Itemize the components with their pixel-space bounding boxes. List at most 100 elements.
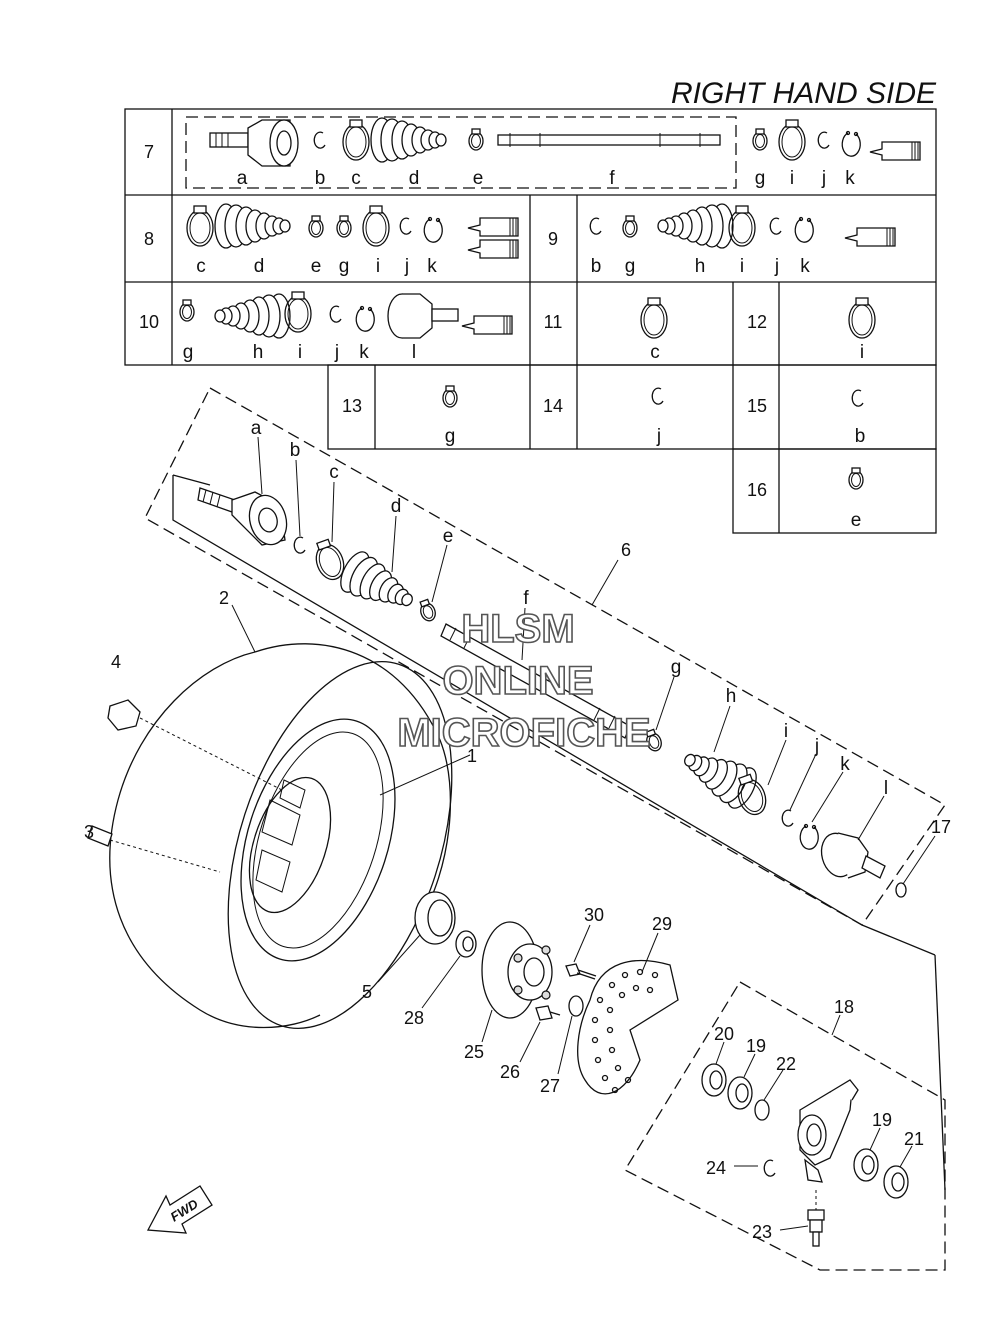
steering-knuckle-icon	[797, 1079, 859, 1183]
callout-5: 5	[362, 982, 372, 1002]
letter-k: k	[840, 754, 850, 775]
letter-e: e	[311, 256, 322, 277]
letter-g: g	[445, 426, 456, 447]
callout-30: 30	[584, 905, 604, 925]
watermark-line3: MICROFICHE	[397, 711, 650, 755]
callout-numbers: 1 2 3 4 5 6 17 18 19 19 20 21 22 23 24 2…	[84, 540, 951, 1242]
letter-i: i	[376, 256, 380, 277]
callout-4: 4	[111, 652, 121, 672]
letter-d: d	[409, 168, 420, 189]
callout-28: 28	[404, 1008, 424, 1028]
callout-27: 27	[540, 1076, 560, 1096]
circlip-icon	[799, 823, 819, 850]
axle-shaft-icon	[497, 133, 721, 147]
snap-ring-icon	[293, 536, 306, 554]
snap-ring-icon	[817, 131, 830, 149]
circlip-icon	[423, 216, 443, 243]
ref-16: 16	[747, 480, 767, 500]
wheel-assembly	[87, 604, 471, 1029]
letter-j: j	[814, 736, 819, 757]
brake-disc-icon	[577, 959, 679, 1095]
boot-icon	[334, 546, 423, 623]
callout-20: 20	[714, 1024, 734, 1044]
bearing-icon	[727, 1076, 753, 1110]
bearing-icon	[853, 1148, 879, 1182]
drive-shaft-assembly	[144, 387, 946, 1191]
bearing-icon	[414, 891, 456, 945]
letter-h: h	[695, 256, 706, 277]
letter-j: j	[821, 168, 826, 189]
letter-c: c	[351, 168, 361, 189]
o-ring-icon	[568, 995, 584, 1017]
letter-i: i	[298, 342, 302, 363]
boot-icon	[657, 203, 734, 249]
boot-clamp-icon	[778, 119, 806, 161]
table-row-7: 7 a b c d e f g i j k	[144, 116, 921, 189]
letter-b: b	[315, 168, 326, 189]
letter-g: g	[183, 342, 194, 363]
letter-i: i	[790, 168, 794, 189]
oil-seal-icon	[883, 1165, 909, 1199]
small-clamp-icon	[336, 215, 352, 238]
watermark-line2: ONLINE	[442, 659, 593, 703]
callout-3: 3	[84, 822, 94, 842]
ball-joint-icon	[779, 1190, 825, 1247]
letter-k: k	[359, 342, 369, 363]
snap-ring-icon	[781, 809, 794, 827]
letter-g: g	[671, 657, 682, 678]
letter-f: f	[609, 168, 615, 189]
boot-clamp-icon	[342, 119, 370, 161]
boot-clamp-icon	[640, 297, 668, 339]
letter-h: h	[726, 686, 737, 707]
grease-tube-icon	[844, 227, 896, 247]
callout-26: 26	[500, 1062, 520, 1082]
table-cell-11: 11 c	[544, 297, 668, 363]
boot-icon	[214, 293, 291, 339]
ref-10: 10	[139, 312, 159, 332]
boot-icon	[370, 117, 447, 163]
boot-clamp-icon	[186, 205, 214, 247]
letter-g: g	[625, 256, 636, 277]
table-cell-12: 12 i	[747, 297, 876, 363]
snap-ring-icon	[589, 217, 602, 235]
snap-ring-icon	[399, 217, 412, 235]
callout-25: 25	[464, 1042, 484, 1062]
table-row-10: 10 g h i j k l	[139, 291, 513, 363]
oil-seal-icon	[701, 1063, 727, 1097]
letter-g: g	[755, 168, 766, 189]
letter-b: b	[290, 440, 301, 461]
small-clamp-icon	[622, 215, 638, 238]
callout-21: 21	[904, 1129, 924, 1149]
grease-tube-icon	[467, 239, 519, 259]
letter-i: i	[860, 342, 864, 363]
letter-g: g	[339, 256, 350, 277]
letter-l: l	[412, 342, 416, 363]
boot-icon	[214, 203, 291, 249]
table-cell-16: 16 e	[747, 467, 864, 531]
letter-b: b	[855, 426, 866, 447]
knuckle-assembly	[624, 981, 946, 1271]
grease-tube-icon	[869, 141, 921, 161]
boot-clamp-icon	[362, 205, 390, 247]
table-cell-15: 15 b	[747, 389, 866, 447]
small-clamp-icon	[416, 597, 439, 624]
parts-table	[124, 108, 937, 534]
letter-j: j	[404, 256, 409, 277]
callout-19b: 19	[872, 1110, 892, 1130]
disc-bolt-icon	[565, 963, 597, 980]
small-clamp-icon	[848, 467, 864, 490]
cv-joint-icon	[209, 119, 299, 167]
small-clamp-icon	[308, 215, 324, 238]
ref-13: 13	[342, 396, 362, 416]
letter-c: c	[329, 462, 339, 483]
letter-a: a	[237, 168, 248, 189]
callout-2: 2	[219, 588, 229, 608]
snap-ring-icon	[651, 387, 664, 405]
letter-e: e	[473, 168, 484, 189]
circlip-icon	[794, 216, 814, 243]
ref-7: 7	[144, 142, 154, 162]
letter-f: f	[523, 588, 529, 609]
grease-tube-icon	[461, 315, 513, 335]
forward-arrow-icon: FWD	[146, 1185, 213, 1234]
